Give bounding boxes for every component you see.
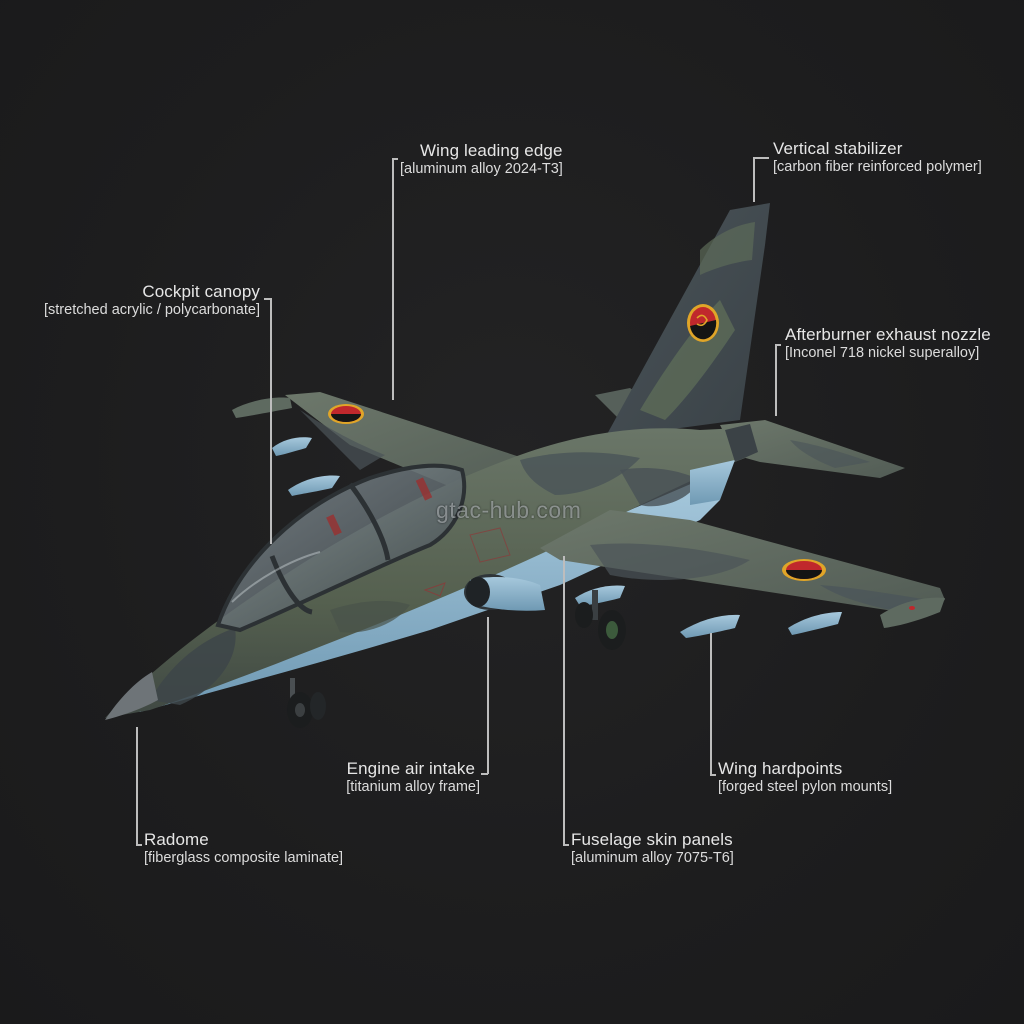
leader-tick-radome [136, 844, 142, 846]
leader-tick-wing-leading-edge [392, 158, 398, 160]
callout-title: Vertical stabilizer [773, 139, 903, 158]
leader-fuselage-skin-panels [563, 556, 565, 845]
vertical-stabilizer-shape [605, 203, 770, 438]
callout-material: [titanium alloy frame] [346, 779, 480, 795]
callout-title: Engine air intake [346, 759, 475, 778]
callout-vertical-stabilizer: Vertical stabilizer [carbon fiber reinfo… [773, 140, 982, 175]
leader-wing-hardpoints [710, 633, 712, 775]
leader-tick-afterburner-exhaust [775, 344, 781, 346]
exhaust-nozzle-shape [725, 424, 758, 462]
callout-material: [fiberglass composite laminate] [144, 850, 344, 866]
main-landing-gear [575, 590, 626, 650]
leader-wing-leading-edge [392, 158, 394, 400]
ventral-fairing [690, 460, 735, 505]
leader-vertical-stabilizer [753, 157, 755, 202]
left-wing-roundel [328, 404, 364, 424]
callout-cockpit-canopy: Cockpit canopy [stretched acrylic / poly… [44, 283, 260, 318]
leader-tick-engine-air-intake [481, 773, 488, 775]
callout-title: Wing leading edge [420, 141, 563, 160]
canopy-shape [215, 463, 467, 633]
callout-material: [aluminum alloy 2024-T3] [400, 161, 563, 177]
callout-material: [forged steel pylon mounts] [718, 779, 893, 795]
leader-cockpit-canopy [270, 298, 272, 544]
leader-tick-fuselage-skin-panels [563, 844, 569, 846]
callout-title: Radome [144, 830, 209, 849]
callout-title: Cockpit canopy [142, 282, 260, 301]
callout-engine-air-intake: Engine air intake [titanium alloy frame] [346, 760, 480, 795]
right-wing-roundel [782, 559, 826, 581]
leader-tick-vertical-stabilizer [753, 157, 769, 159]
callout-material: [stretched acrylic / polycarbonate] [44, 302, 260, 318]
callout-material: [Inconel 718 nickel superalloy] [785, 345, 980, 361]
watermark-text: gtac-hub.com [436, 497, 582, 523]
callout-title: Wing hardpoints [718, 759, 843, 778]
leader-tick-cockpit-canopy [264, 298, 271, 300]
callout-wing-hardpoints: Wing hardpoints [forged steel pylon moun… [718, 760, 892, 795]
tail-roundel [687, 304, 719, 342]
callout-afterburner-exhaust-nozzle: Afterburner exhaust nozzle [Inconel 718 … [785, 326, 991, 361]
callout-title: Afterburner exhaust nozzle [785, 325, 991, 344]
callout-fuselage-skin-panels: Fuselage skin panels [aluminum alloy 707… [571, 831, 734, 866]
radome-shape [105, 672, 158, 720]
nose-landing-gear [287, 678, 326, 728]
leader-tick-wing-hardpoints [710, 774, 716, 776]
callout-material: [carbon fiber reinforced polymer] [773, 159, 982, 175]
leader-afterburner-exhaust [775, 344, 777, 416]
leader-engine-air-intake [487, 617, 489, 774]
engine-intake-shape [464, 574, 545, 611]
leader-radome [136, 727, 138, 845]
callout-wing-leading-edge: Wing leading edge [aluminum alloy 2024-T… [400, 142, 563, 177]
callout-material: [aluminum alloy 7075-T6] [571, 850, 734, 866]
right-wing [540, 510, 945, 638]
callout-radome: Radome [fiberglass composite laminate] [144, 831, 343, 866]
callout-title: Fuselage skin panels [571, 830, 733, 849]
